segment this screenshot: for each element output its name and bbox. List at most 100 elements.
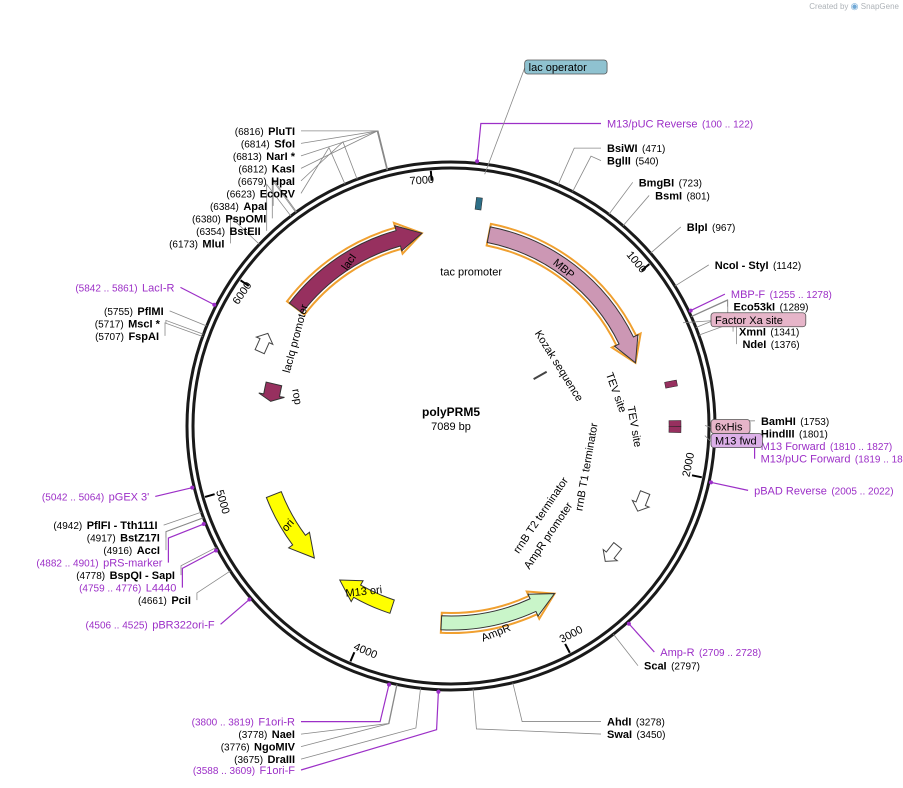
feature-label-m13-ori: M13 ori <box>345 584 383 600</box>
enzyme-leader-eco53ki <box>690 299 728 317</box>
primer-label-pbad-reverse: pBAD Reverse (2005 .. 2022) <box>754 481 893 498</box>
enzyme-leader-bstz17i <box>165 517 204 538</box>
center-label: polyPRM5 7089 bp <box>422 405 480 433</box>
primer-site-amp-r <box>626 621 631 626</box>
enzyme-label-bsmi: BsmI (801) <box>655 186 710 203</box>
enzyme-leader-bsmi <box>622 195 650 227</box>
boxed-leader-lac-operator <box>484 67 526 175</box>
primer-leader-f1ori-r <box>301 682 391 723</box>
feature-label-rrnb-t1-terminator: rrnB T1 terminator <box>573 422 600 512</box>
primer-site-m13-puc-reverse <box>475 159 480 164</box>
enzyme-leader-hpai <box>300 141 358 182</box>
primer-leader-laci-r <box>180 286 217 307</box>
primer-leader-amp-r <box>627 621 655 653</box>
enzyme-label-bstz17i: (4917) BstZ17I <box>87 529 160 546</box>
enzyme-label-pspomi: (6380) PspOMI <box>192 209 266 226</box>
enzyme-label-xmni: XmnI (1341) <box>739 323 799 340</box>
primer-site-f1ori-f <box>436 689 441 694</box>
enzyme-leader-mlui <box>230 215 260 245</box>
boxed-leader-6xhis <box>704 425 712 428</box>
boxed-label-bg-lac-operator <box>524 59 608 75</box>
feature-label-tev-site: TEV site <box>624 405 643 448</box>
enzyme-leader-msci <box>165 319 204 335</box>
boxed-label-bg-m13-fwd <box>710 433 763 449</box>
tick-5000 <box>204 493 215 498</box>
enzyme-label-bmgbi: BmgBI (723) <box>639 173 702 190</box>
feature-label-kozak-sequence: Kozak sequence <box>532 328 585 403</box>
enzyme-label-pflmi: (5755) PflMI <box>104 302 164 319</box>
enzyme-label-bsteii: (6354) BstEII <box>196 222 261 239</box>
primer-leader-pbad-reverse <box>708 481 749 491</box>
enzyme-leader-blpi <box>650 226 682 254</box>
laciq-promoter-arrow <box>254 332 274 355</box>
enzyme-leader-fspai <box>164 322 203 337</box>
enzyme-label-pflfi: (4942) PflFI - Tth111I <box>53 516 157 533</box>
enzyme-label-draiii: (3675) DraIII <box>234 750 295 767</box>
enzyme-label-hpai: (6679) HpaI <box>238 172 295 189</box>
tac-promoter-mark <box>474 197 483 211</box>
primer-site-f1ori-r <box>386 682 391 687</box>
enzyme-label-pluti: (6816) PluTI <box>235 122 295 139</box>
enzyme-label-ecorv: (6623) EcoRV <box>226 184 295 201</box>
primer-label-pbr322ori-f: (4506 .. 4525) pBR322ori-F <box>86 615 215 632</box>
boxed-leader-factor-xa-site <box>683 320 712 324</box>
rrnb-t2-terminator-arrow <box>602 541 623 562</box>
enzyme-label-hindiii: HindIII (1801) <box>761 425 828 442</box>
tick-label-3000: 3000 <box>558 624 585 646</box>
enzyme-leader-ecorv <box>300 146 346 194</box>
primer-label-f1ori-f: (3588 .. 3609) F1ori-F <box>193 761 295 778</box>
tick-6000 <box>239 279 250 287</box>
enzyme-label-bspqi: (4778) BspQI - SapI <box>76 566 175 583</box>
enzyme-label-bsiwi: BsiWI (471) <box>607 139 665 156</box>
his-tag-mark <box>668 426 682 433</box>
enzyme-label-ngomiv: (3776) NgoMIV <box>221 738 296 755</box>
primer-site-laci-r <box>212 302 217 307</box>
primer-leader-prs-marker <box>167 522 206 563</box>
feature-label-rop: rop <box>289 388 304 406</box>
enzyme-label-fspai: (5707) FspAI <box>95 327 159 344</box>
enzyme-leader-bglii <box>572 155 602 192</box>
tick-3000 <box>564 643 571 654</box>
enzyme-label-ncoi: NcoI - StyI (1142) <box>715 256 801 273</box>
tick-label-4000: 4000 <box>352 641 379 662</box>
enzyme-leader-ahdi <box>512 682 601 722</box>
primer-label-pgex-3: (5042 .. 5064) pGEX 3' <box>42 487 149 504</box>
enzyme-leader-draiii <box>300 688 421 760</box>
plasmid-name: polyPRM5 <box>422 405 480 419</box>
small-features <box>254 197 682 562</box>
boxed-leader-m13-fwd <box>704 435 712 442</box>
tick-label-7000: 7000 <box>409 174 434 188</box>
enzyme-leader-scai <box>613 633 639 666</box>
enzyme-leader-bsteii <box>266 183 292 231</box>
snapgene-badge[interactable]: Created by ◉ SnapGene <box>809 1 899 12</box>
feature-outline-mbp <box>485 222 642 365</box>
enzyme-label-pcii: (4661) PciI <box>138 591 191 608</box>
primer-leader-m13-puc-reverse <box>476 122 601 164</box>
primer-site-prs-marker <box>201 522 206 527</box>
enzyme-leader-pcii <box>196 570 231 601</box>
enzyme-label-msci: (5717) MscI * <box>95 314 161 331</box>
tev-site-1-mark <box>664 379 678 389</box>
enzyme-leader-naei <box>300 684 398 735</box>
enzyme-leader-pflfi <box>163 511 202 526</box>
primer-site-pgex-3 <box>190 485 195 490</box>
enzyme-leader-pspomi <box>271 178 297 219</box>
backbone-inner-ring <box>191 166 711 686</box>
primer-label-m13-puc-reverse: M13/pUC Reverse (100 .. 122) <box>607 114 753 131</box>
primer-site-mbp-f <box>688 308 693 313</box>
primer-leader-pgex-3 <box>155 486 195 498</box>
created-by-text: Created by <box>809 2 849 11</box>
enzyme-label-blpi: BlpI (967) <box>687 218 736 235</box>
primer-site-pbr322ori-f <box>247 597 252 602</box>
enzyme-label-eco53ki: Eco53kI (1289) <box>734 298 809 315</box>
tick-1000 <box>640 263 650 272</box>
enzyme-label-scai: ScaI (2797) <box>644 657 700 674</box>
snapgene-logo-icon: ◉ <box>850 1 859 11</box>
enzyme-leader-sfoi <box>300 130 388 170</box>
tick-label-1000: 1000 <box>624 249 649 276</box>
leader-lines <box>155 67 756 771</box>
snapgene-brand-text: SnapGene <box>860 2 899 11</box>
enzyme-label-acci: (4916) AccI <box>103 541 160 558</box>
primer-label-prs-marker: (4882 .. 4901) pRS-marker <box>36 554 162 571</box>
